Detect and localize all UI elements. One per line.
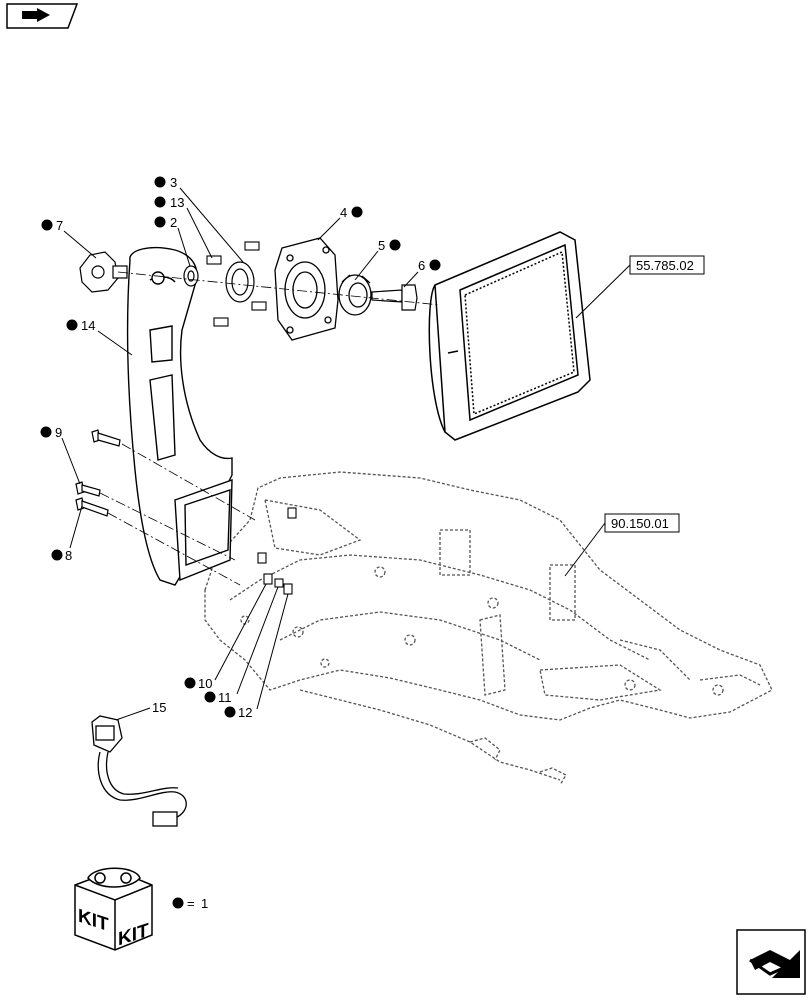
bolt — [371, 284, 418, 311]
chassis-frame-outline — [204, 471, 773, 786]
ball-socket — [338, 274, 372, 316]
callout-6[interactable]: 6 — [403, 258, 441, 288]
callout-12[interactable]: 12 — [224, 593, 289, 720]
callout-label-9: 9 — [55, 425, 62, 440]
callout-7[interactable]: 7 — [41, 218, 97, 259]
knob — [79, 251, 128, 293]
kit-legend-equals: = — [187, 896, 195, 911]
wire-harness — [91, 715, 187, 827]
callout-label-14: 14 — [81, 318, 95, 333]
callout-4[interactable]: 4 — [317, 205, 363, 241]
book-arrow-icon[interactable] — [6, 3, 79, 29]
callout-2[interactable]: 2 — [154, 215, 191, 267]
reference-label: 55.785.02 — [636, 258, 694, 273]
callout-14[interactable]: 14 — [66, 318, 133, 356]
callout-9[interactable]: 9 — [40, 425, 81, 485]
kit-box-icon: KIT KIT — [74, 867, 153, 951]
callout-label-11: 11 — [218, 690, 232, 705]
mounting-plate — [274, 237, 339, 341]
callout-label-8: 8 — [65, 548, 72, 563]
callout-label-12: 12 — [238, 705, 252, 720]
callout-label-5: 5 — [378, 238, 385, 253]
callout-8[interactable]: 8 — [51, 505, 83, 563]
ring — [225, 261, 255, 303]
callout-15[interactable]: 15 — [115, 700, 166, 721]
callout-label-15: 15 — [152, 700, 166, 715]
reference-link-90-150-01[interactable]: 90.150.01 — [564, 513, 680, 577]
display-monitor — [428, 231, 591, 441]
callout-10[interactable]: 10 — [184, 583, 267, 691]
kit-legend-value: 1 — [201, 896, 208, 911]
small-screws — [206, 241, 267, 327]
reference-link-55-785-02[interactable]: 55.785.02 — [575, 255, 705, 319]
callout-label-6: 6 — [418, 258, 425, 273]
mounting-arm — [126, 246, 233, 586]
callout-label-7: 7 — [56, 218, 63, 233]
long-bolts — [75, 429, 121, 517]
callout-13[interactable]: 13 — [154, 195, 213, 259]
washer — [183, 265, 199, 287]
callout-label-2: 2 — [170, 215, 177, 230]
callout-11[interactable]: 11 — [204, 586, 279, 705]
page-turn-arrow-icon[interactable] — [736, 929, 806, 995]
callout-label-13: 13 — [170, 195, 184, 210]
callout-5[interactable]: 5 — [354, 238, 401, 281]
callout-label-10: 10 — [198, 676, 212, 691]
callouts: 3 13 2 7 4 5 — [40, 175, 441, 721]
kit-legend: = 1 — [172, 896, 208, 911]
spacers — [257, 507, 297, 595]
callout-3[interactable]: 3 — [154, 175, 244, 263]
callout-label-4: 4 — [340, 205, 347, 220]
callout-label-3: 3 — [170, 175, 177, 190]
reference-label: 90.150.01 — [611, 516, 669, 531]
assembly-centerlines — [99, 271, 441, 586]
